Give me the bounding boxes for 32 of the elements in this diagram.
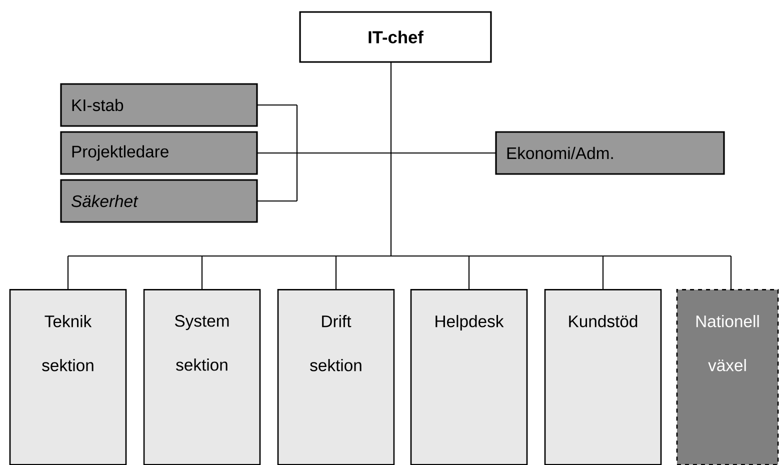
connector-line — [469, 255, 603, 257]
staff-box: Projektledare — [60, 131, 258, 175]
connector-line — [390, 153, 392, 256]
section-box: Drift sektion — [277, 289, 395, 465]
section-box: Helpdesk — [410, 289, 528, 465]
connector-line — [68, 255, 202, 257]
connector-line — [257, 200, 297, 202]
section-box: System sektion — [143, 289, 261, 465]
staff-box: Ekonomi/Adm. — [495, 131, 725, 175]
connector-line — [201, 256, 203, 289]
connector-line — [603, 255, 731, 257]
connector-line — [257, 104, 297, 106]
connector-line — [390, 62, 392, 153]
connector-line — [67, 256, 69, 289]
connector-line — [202, 255, 336, 257]
connector-line — [296, 153, 298, 201]
manager-box: IT-chef — [299, 11, 492, 63]
staff-box: Säkerhet — [60, 179, 258, 223]
section-box: Teknik sektion — [9, 289, 127, 465]
connector-line — [391, 255, 469, 257]
connector-line — [730, 256, 732, 289]
connector-line — [336, 255, 391, 257]
section-box: Kundstöd — [544, 289, 662, 465]
connector-line — [391, 152, 496, 154]
section-box: Nationell växel — [676, 289, 779, 465]
connector-line — [468, 256, 470, 289]
connector-line — [257, 152, 297, 154]
connector-line — [297, 152, 391, 154]
connector-line — [296, 105, 298, 153]
connector-line — [335, 256, 337, 289]
staff-box: KI-stab — [60, 83, 258, 127]
connector-line — [602, 256, 604, 289]
